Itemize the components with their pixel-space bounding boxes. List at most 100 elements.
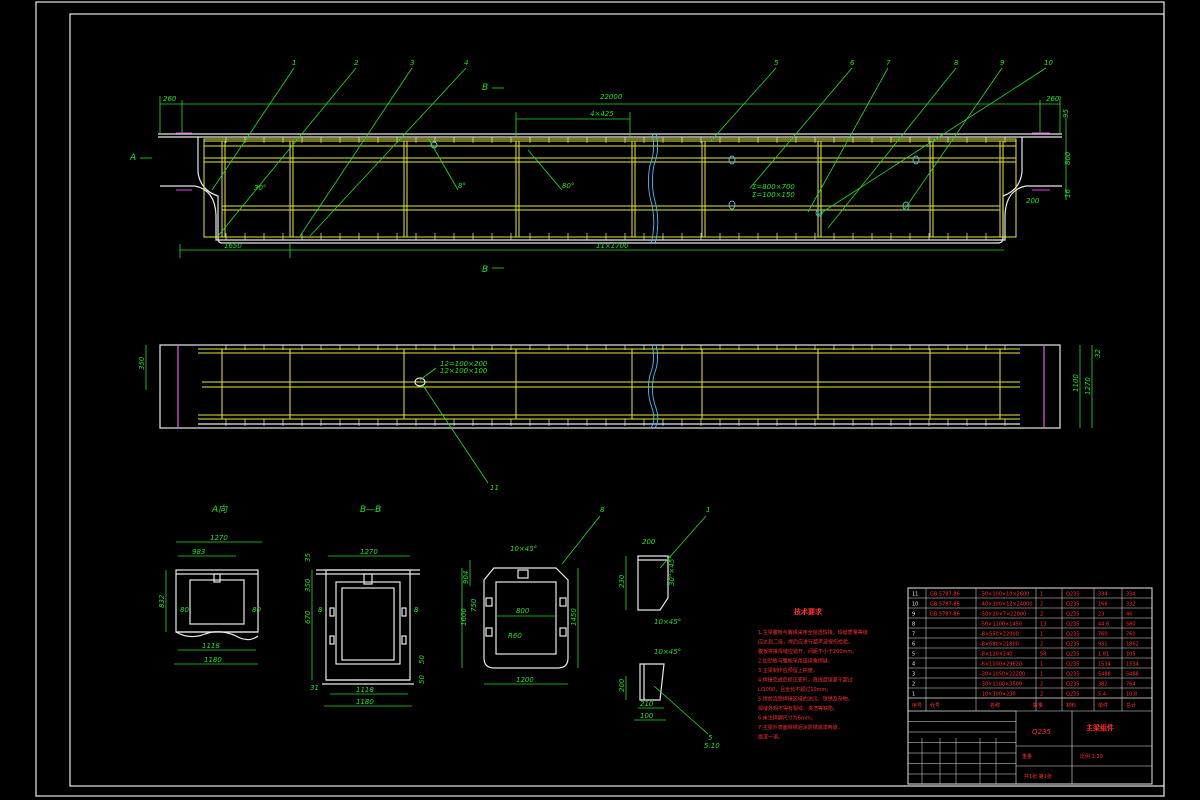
bom-cell: 4 [912, 662, 915, 668]
detail-8-dim-3: 750 [470, 598, 478, 612]
bom-cell: 382 [1098, 682, 1108, 688]
bom-cell: 23 [1098, 612, 1104, 618]
inner-border [69, 13, 1165, 787]
detail-1-dim-1: 200 [642, 538, 656, 546]
bom-cell: 2 [1040, 682, 1043, 688]
callout-leader [903, 67, 1003, 211]
detail-5-sub: 5:10 [704, 742, 720, 750]
detail-8-dim-6: 1450 [570, 608, 578, 626]
bom-cell: 166 [1098, 602, 1108, 608]
chamfer-note: 30° [254, 184, 266, 192]
dim-spacing-top: 4×425 [590, 110, 614, 118]
bom-cell: 5 [912, 652, 915, 658]
angle-note-1: 8° [458, 182, 466, 190]
bom-cell: Q235 [1066, 642, 1079, 648]
dim-overall-length: 22000 [600, 93, 623, 101]
section-marker-a: A [129, 153, 136, 163]
tech-req-line: 腹板拼接焊缝应错开，间距不小于200mm。 [758, 648, 857, 655]
title-sheet: 共1张 第1张 [1024, 773, 1052, 780]
bom-cell: 1 [912, 692, 915, 698]
detail-5-dim-2: 200 [618, 678, 626, 692]
bom-cell: -40×300×12×24000 [980, 602, 1033, 608]
tech-req-line: L/1000，且全长不超过10mm。 [758, 686, 831, 693]
bom-cell: 931 [1098, 642, 1108, 648]
bom-cell: -50×20×7×22000 [980, 612, 1026, 618]
tech-req-line: 5.焊前清除焊接区域的油污、铁锈及杂物。 [758, 696, 853, 703]
bom-cell: 13 [1040, 622, 1046, 628]
dim-right-2: 800 [1064, 151, 1072, 165]
dim-right-4: 200 [1026, 197, 1040, 205]
sec-bb-dim-6: 8 [414, 606, 419, 614]
sec-bb-dim-7: 50 [418, 655, 426, 664]
bom-cell: 5488 [1098, 672, 1111, 678]
bom-cell: -8×120×240 [980, 652, 1012, 658]
section-marker-b-bottom: B [482, 265, 488, 275]
bom-cell: 332 [1126, 602, 1136, 608]
bom-cell: 2 [1040, 612, 1043, 618]
sec-a-dim-7: 1180 [204, 656, 222, 664]
side-right-dim-2: 1100 [1072, 374, 1080, 392]
detail-1-callout: 1 [706, 506, 710, 514]
section-bb-title: B—B [360, 505, 381, 515]
hole-note-1: Σ=800×700 [752, 183, 795, 191]
sec-bb-dim-1: 1270 [360, 548, 378, 556]
bom-cell: Q235 [1066, 672, 1079, 678]
callout-leader [299, 67, 413, 237]
detail-5-dim-4: 100 [640, 712, 654, 720]
detail-8-dim-2: 904 [462, 571, 470, 584]
bom-cell: 334 [1126, 592, 1136, 598]
title-scale: 比例 1:20 [1080, 753, 1103, 760]
tech-req-line: 应达到二级，焊后应进行超声波探伤检验。 [758, 639, 853, 646]
dim-right-1: 95 [1062, 109, 1070, 118]
angle-note-2: 80° [562, 182, 574, 190]
bom-cell: 1 [1040, 592, 1043, 598]
callout-number: 10 [1044, 59, 1053, 67]
tech-req-title: 技术要求 [794, 607, 823, 616]
angle-leader [527, 149, 563, 191]
detail-8-dim-1: 10×45° [510, 545, 537, 553]
tech-req-line: 2.加劲板与腹板采用连续角焊缝。 [758, 658, 833, 665]
callout-leader [817, 67, 1047, 216]
sec-a-dim-5: 80 [252, 606, 261, 614]
bom-header-5: 材料 [1066, 702, 1076, 709]
bom-header-1: 序号 [912, 702, 922, 709]
bom-cell: 10 [912, 602, 918, 608]
section-marker-b-top: B [482, 83, 488, 93]
callout-leader [709, 67, 777, 143]
bom-cell: Q235 [1066, 682, 1079, 688]
detail-5-dim-3: 210 [640, 700, 654, 708]
dim-right-end: 260 [1046, 95, 1060, 103]
bom-cell: -10×300×230 [980, 692, 1016, 698]
side-left-dim: 350 [138, 356, 146, 370]
bom-cell: 2 [912, 682, 915, 688]
bom-header-3: 名称 [990, 702, 1000, 709]
section-bb-view: B—B 1270 35 350 670 8 8 50 50 31 1118 11… [304, 505, 426, 707]
bom-cell: 2 [1040, 642, 1043, 648]
sec-a-dim-2: 983 [192, 548, 205, 556]
bom-cell: 6 [912, 642, 915, 648]
hole-note-2: Σ=100×150 [752, 191, 795, 199]
bom-cell: -6×1100×29620 [980, 662, 1022, 668]
bom-cell: 5488 [1126, 672, 1139, 678]
callout-leader [217, 67, 357, 237]
side-right-dim-1: 32 [1094, 349, 1102, 358]
sec-a-dim-4: 80 [180, 606, 189, 614]
bom-cell: Q235 [1066, 662, 1079, 668]
sec-bb-dim-8: 50 [418, 675, 426, 684]
bom-cell: 3 [912, 672, 915, 678]
callout-number: 9 [1000, 59, 1005, 67]
bom-cell: 760 [1126, 632, 1136, 638]
callout-number: 1 [292, 59, 296, 67]
sec-bb-dim-2: 35 [304, 553, 312, 562]
detail-8-dim-7: R60 [508, 632, 522, 640]
callout-leader [211, 67, 295, 191]
bom-cell: 5.4 [1098, 692, 1106, 698]
side-hole-note-2: 12×100×100 [440, 367, 488, 375]
bom-cell: GB 5787-86 [930, 592, 960, 598]
bom-header-4: 数量 [1033, 702, 1043, 709]
bom-cell: 58 [1040, 652, 1046, 658]
side-view: 350 32 1100 1270 12=100×200 12×100×100 1… [138, 344, 1102, 492]
tech-req-line: 3.主梁制作应预留上拱度。 [758, 667, 818, 674]
